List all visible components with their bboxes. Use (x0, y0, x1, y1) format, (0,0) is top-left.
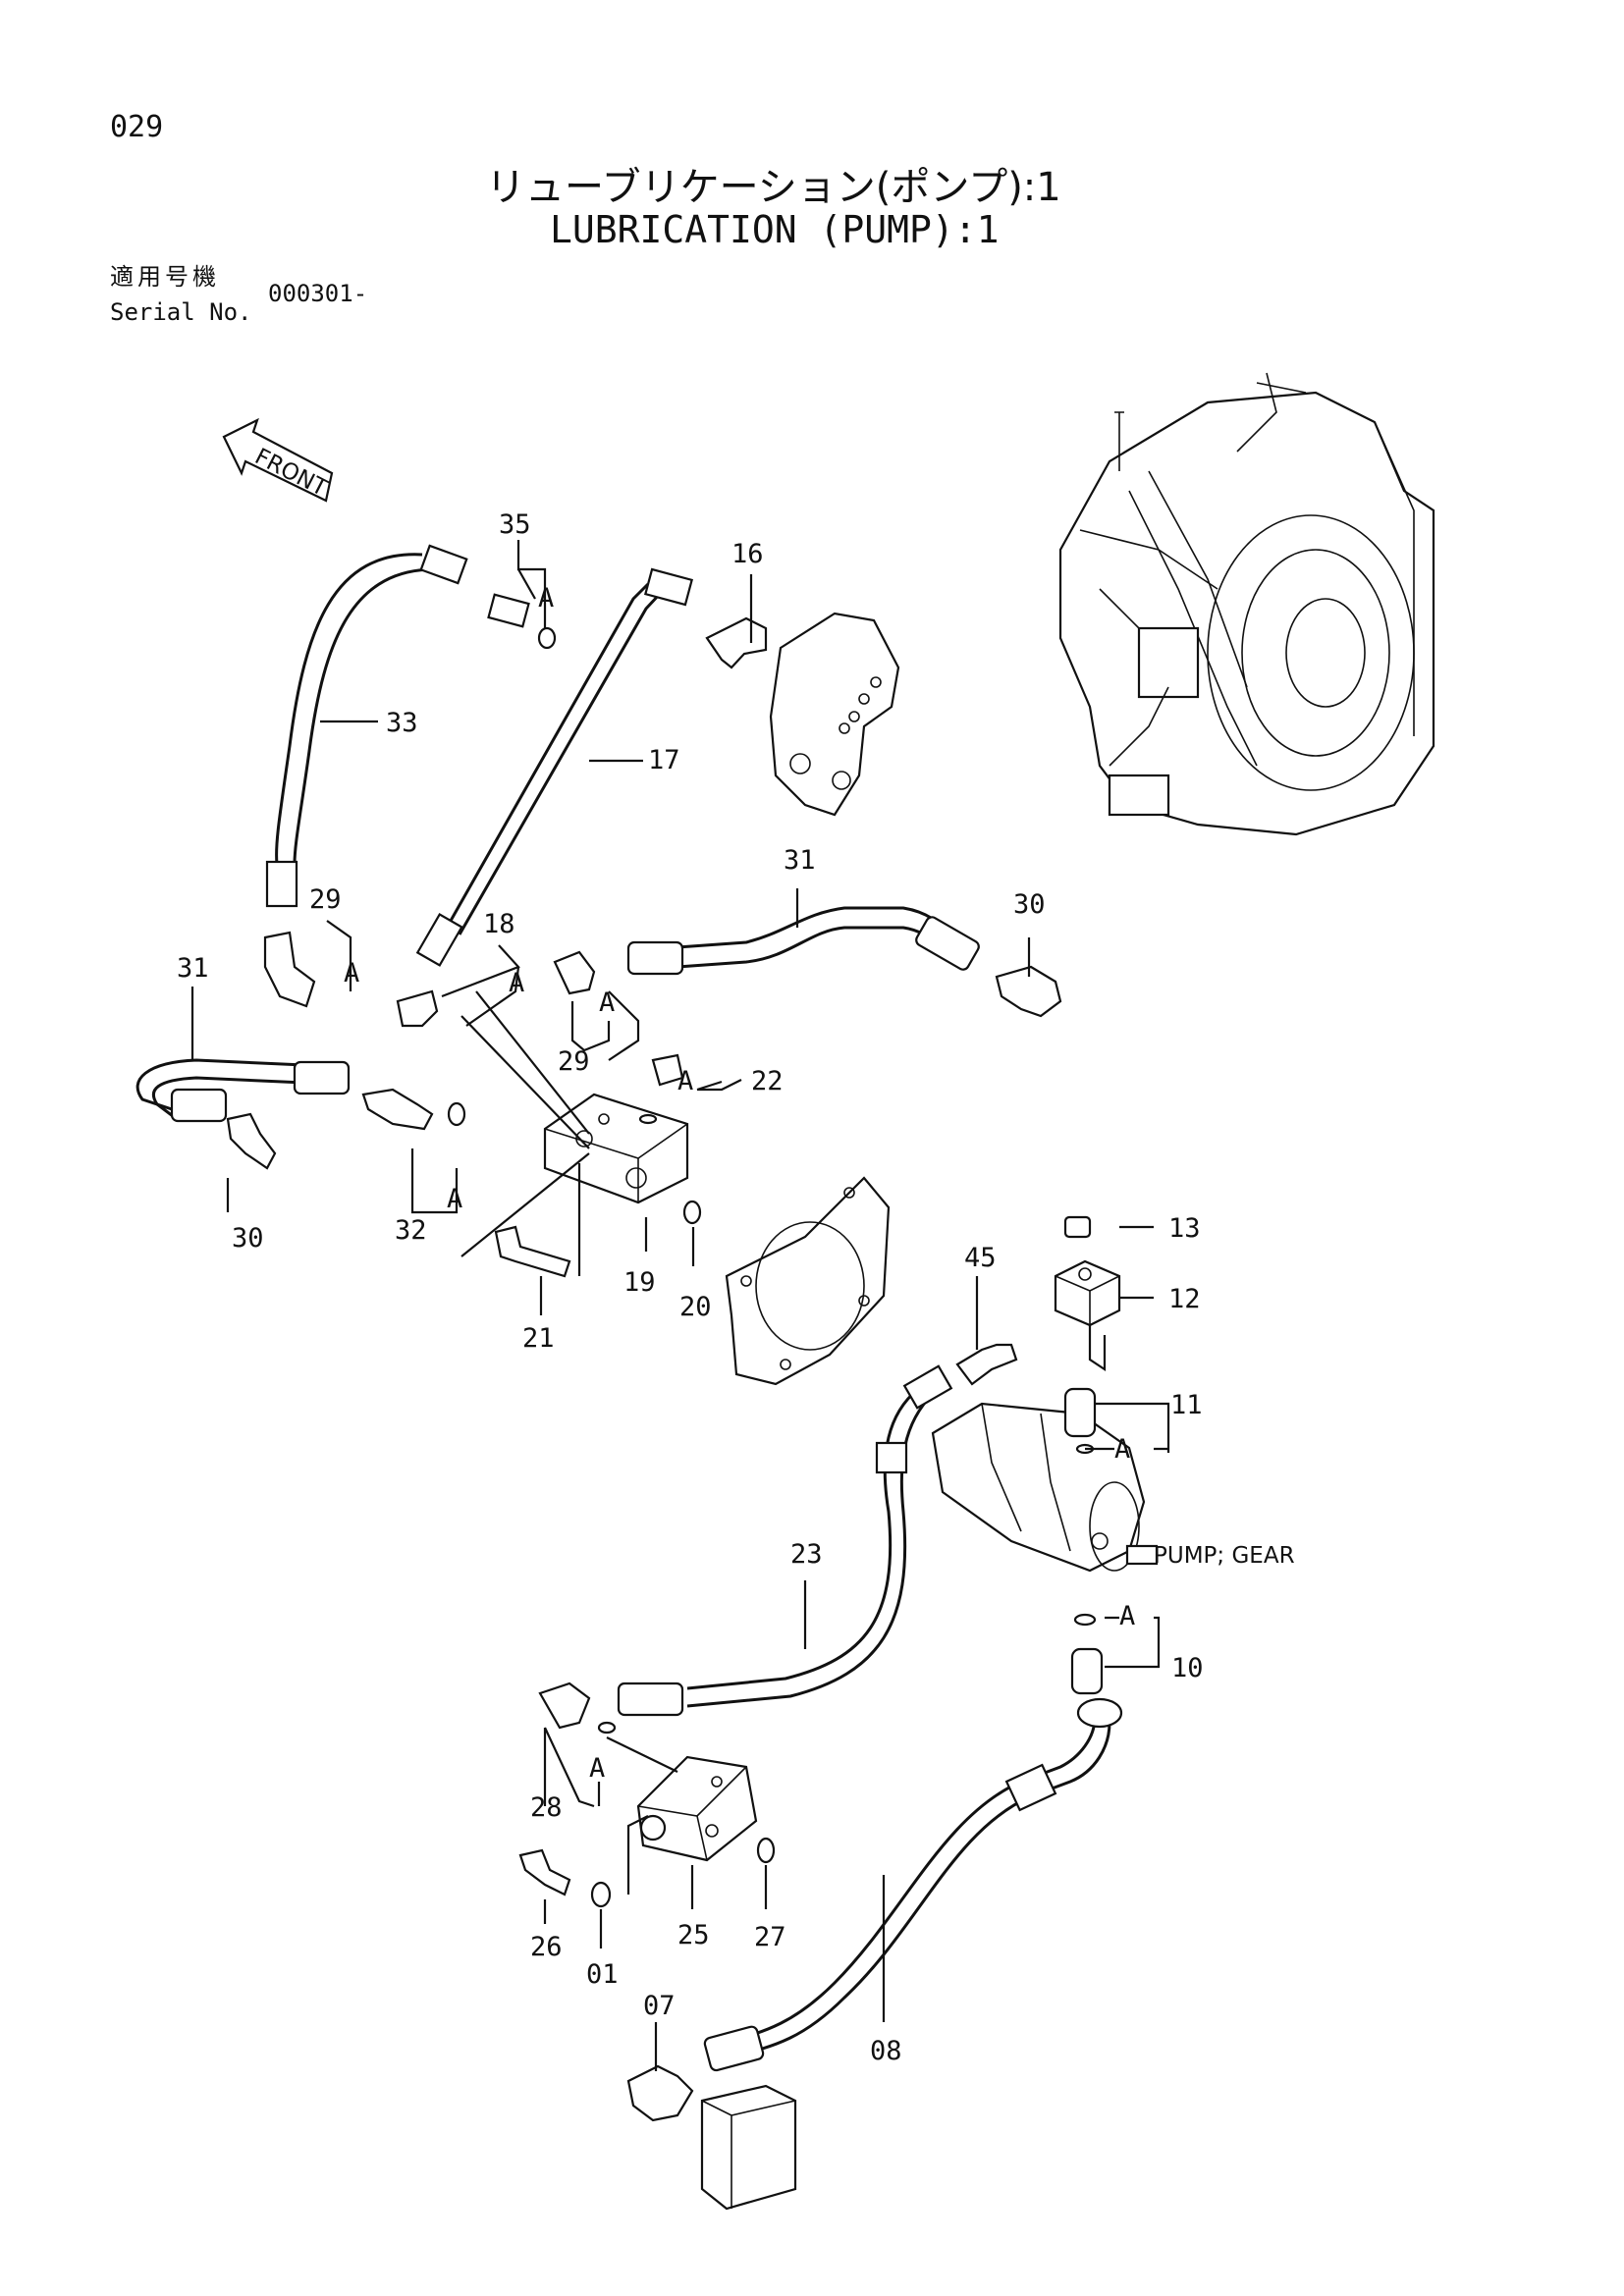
part-label-29-right: 29 (558, 1046, 590, 1077)
part-label-30-lower: 30 (232, 1223, 264, 1254)
part-25-block (636, 1755, 776, 1864)
part-label-22: 22 (751, 1066, 784, 1096)
ring-label-a: A (344, 958, 359, 988)
part-label-07: 07 (643, 1991, 676, 2021)
part-label-01: 01 (586, 1959, 619, 1990)
hose-31-upper (626, 906, 980, 976)
part-13-plug (1063, 1215, 1092, 1239)
hose-33 (265, 544, 468, 908)
front-arrow-icon: FRONT (222, 417, 334, 503)
serial-label-japanese: 適用号機 (110, 263, 220, 291)
part-12-block (1054, 1259, 1121, 1372)
part-label-29-left: 29 (309, 884, 342, 915)
part-35-adapter (487, 593, 557, 650)
part-label-12: 12 (1168, 1284, 1201, 1314)
leader-lines-bottom (543, 1225, 1170, 2071)
part-label-17: 17 (648, 745, 680, 775)
ring-a-labels: A A A A A A A A A (344, 583, 1135, 1784)
part-label-11: 11 (1170, 1390, 1203, 1420)
part-28-elbow (538, 1682, 617, 1735)
part-label-25: 25 (677, 1920, 710, 1950)
bracket-block (700, 2084, 797, 2211)
part-26-bolt (518, 1848, 571, 1896)
part-label-20: 20 (679, 1292, 712, 1322)
part-label-16: 16 (731, 539, 764, 569)
engine-assembly-illustration (1058, 372, 1435, 836)
part-label-31-lower: 31 (177, 953, 209, 984)
part-10-adapter (1070, 1613, 1104, 1695)
part-32-fitting (361, 1088, 466, 1131)
part-label-35: 35 (499, 509, 531, 540)
part-label-30-upper: 30 (1013, 889, 1046, 920)
part-30-upper-fitting (995, 965, 1062, 1018)
part-label-28: 28 (530, 1792, 563, 1823)
ring-label-a: A (1119, 1601, 1135, 1631)
part-29-elbow-left (263, 931, 316, 1008)
pump-gear-illustration: PUMP; GEAR (931, 1402, 1295, 1573)
hose-31-lower (135, 1058, 351, 1123)
ring-label-a: A (599, 988, 615, 1018)
ring-label-a: A (1114, 1434, 1130, 1465)
page-title-japanese: リューブリケーション(ポンプ):1 (486, 165, 1061, 210)
part-19-block (543, 1093, 702, 1225)
pump-gear-label: PUMP; GEAR (1154, 1543, 1295, 1569)
part-label-13: 13 (1168, 1213, 1201, 1244)
part-16-plate (705, 612, 900, 817)
serial-number-value: 000301- (268, 280, 368, 307)
serial-label-english: Serial No. (110, 298, 252, 326)
part-label-19: 19 (623, 1267, 656, 1298)
part-07-fitting (626, 2064, 694, 2122)
hose-17 (415, 567, 693, 967)
ring-label-a: A (589, 1753, 605, 1784)
ring-label-a: A (447, 1184, 462, 1214)
gasket-plate (725, 1176, 891, 1386)
part-label-33: 33 (386, 708, 418, 738)
part-label-23: 23 (790, 1539, 823, 1570)
part-11-adapter (1063, 1387, 1097, 1455)
part-18-tee (396, 989, 439, 1028)
part-label-21: 21 (522, 1323, 555, 1354)
part-label-45: 45 (964, 1243, 997, 1273)
part-21-bolt (494, 1225, 571, 1278)
part-29-elbow-right (553, 950, 596, 995)
leader-lines-top (190, 540, 1031, 1315)
part-label-27: 27 (754, 1922, 786, 1952)
ring-label-a: A (509, 968, 524, 998)
part-label-08: 08 (870, 2036, 902, 2066)
part-number-labels: 35 16 33 17 31 30 29 18 29 22 31 30 32 1… (177, 509, 1204, 2066)
part-45-fitting (955, 1343, 1018, 1386)
ring-label-a: A (677, 1066, 693, 1096)
part-01-ring (590, 1881, 612, 1908)
part-30-lower-fitting (226, 1112, 277, 1170)
part-label-10: 10 (1171, 1653, 1204, 1683)
page-title-english: LUBRICATION (PUMP):1 (550, 208, 1000, 251)
part-label-32: 32 (395, 1215, 427, 1246)
part-label-26: 26 (530, 1932, 563, 1962)
part-label-31-upper: 31 (784, 845, 816, 876)
hose-23 (617, 1364, 953, 1717)
part-22-plug (638, 1053, 684, 1125)
hose-08 (703, 1697, 1123, 2072)
page-number: 029 (110, 110, 164, 144)
ring-label-a: A (538, 583, 554, 614)
part-label-18: 18 (483, 909, 515, 939)
